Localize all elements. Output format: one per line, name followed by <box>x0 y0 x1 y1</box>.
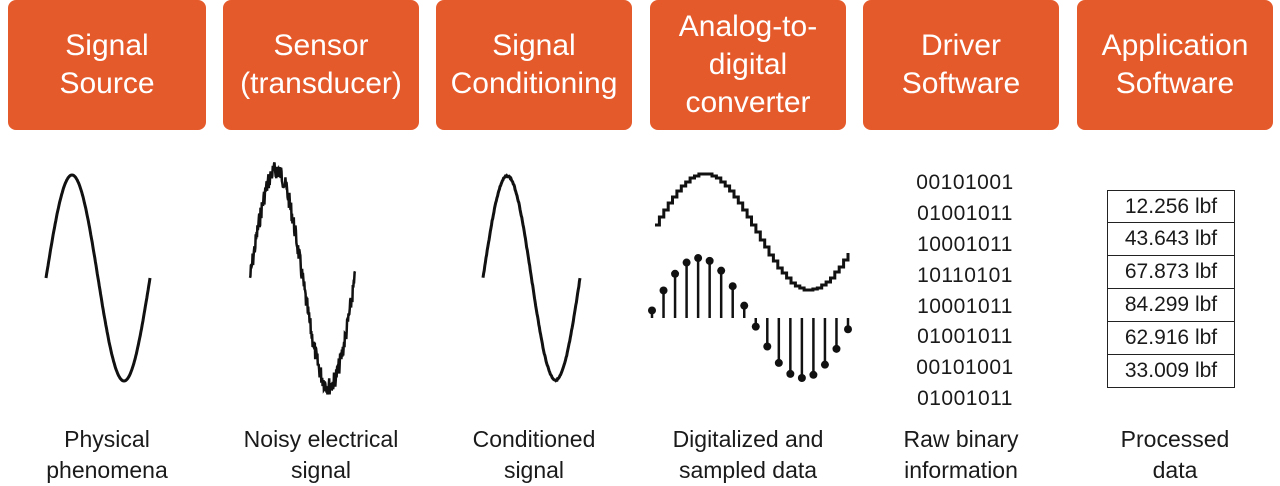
binary-word: 10001011 <box>917 232 1013 256</box>
sample-dot <box>648 306 656 315</box>
sample-dot <box>717 266 726 275</box>
value-cell: 62.916 lbf <box>1107 322 1235 355</box>
stage-box-signal-source: Signal Source <box>8 0 206 130</box>
sine-wave-noisy <box>248 161 357 395</box>
sample-dot <box>763 342 772 351</box>
processed-values-table: 12.256 lbf 43.643 lbf 67.873 lbf 84.299 … <box>1107 190 1235 388</box>
sample-dot <box>659 286 668 295</box>
sample-dot <box>705 256 714 265</box>
sample-dot <box>774 358 783 367</box>
caption-conditioned-signal: Conditioned signal <box>472 426 596 483</box>
binary-word: 00101001 <box>916 356 1014 380</box>
sample-dot <box>844 325 852 334</box>
sample-dot <box>728 282 737 291</box>
sample-dot <box>820 360 829 369</box>
sample-dot <box>671 269 680 278</box>
caption-physical-phenomena: Physical phenomena <box>46 426 168 483</box>
value-cell: 33.009 lbf <box>1107 355 1235 388</box>
caption-digitalized-data: Digitalized and sampled data <box>672 426 824 483</box>
binary-word: 01001011 <box>917 387 1013 411</box>
sample-dot <box>682 258 691 267</box>
stage-box-signal-conditioning: Signal Conditioning <box>436 0 632 130</box>
binary-word: 01001011 <box>917 325 1013 349</box>
stage-box-application-software: Application Software <box>1077 0 1273 130</box>
binary-list: 00101001 01001011 10001011 10110101 1000… <box>895 168 1035 415</box>
sample-dot <box>797 373 806 382</box>
sample-dot <box>832 344 841 353</box>
value-cell: 43.643 lbf <box>1107 223 1235 256</box>
binary-word: 00101001 <box>916 171 1014 194</box>
binary-word: 10001011 <box>917 294 1013 318</box>
caption-noisy-signal: Noisy electrical signal <box>243 426 399 483</box>
value-cell: 67.873 lbf <box>1107 256 1235 289</box>
caption-processed-data: Processed data <box>1120 426 1230 483</box>
sample-dot <box>740 301 749 310</box>
stage-box-sensor: Sensor (transducer) <box>223 0 419 130</box>
value-cell: 84.299 lbf <box>1107 289 1235 322</box>
sampled-stem-plot <box>648 254 852 382</box>
binary-word: 10110101 <box>917 263 1013 287</box>
sample-dot <box>809 370 818 379</box>
value-cell: 12.256 lbf <box>1107 190 1235 223</box>
sine-wave-conditioned <box>481 173 582 383</box>
sample-dot <box>786 369 795 378</box>
stage-box-adc: Analog-to- digital converter <box>650 0 846 130</box>
binary-word: 01001011 <box>917 201 1013 225</box>
sample-dot <box>751 322 760 331</box>
caption-raw-binary: Raw binary information <box>903 426 1019 483</box>
stage-box-driver-software: Driver Software <box>863 0 1059 130</box>
sample-dot <box>694 254 703 263</box>
stepped-digital-wave <box>655 172 850 292</box>
sine-wave-physical <box>44 173 152 383</box>
